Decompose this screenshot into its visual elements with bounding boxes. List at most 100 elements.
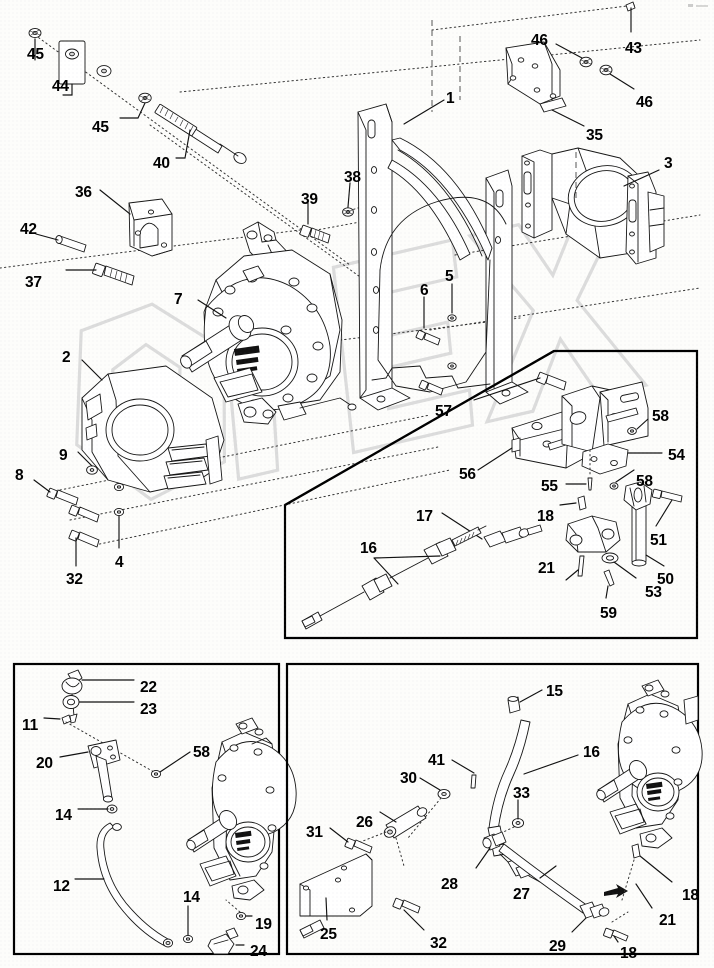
callout-54-25: 54: [668, 447, 685, 464]
mini-nameplate-a: [234, 830, 252, 851]
transmission-mini-a: [186, 717, 297, 901]
callout-18-30: 18: [537, 508, 554, 525]
leader-56: [477, 447, 513, 471]
leader-2: [81, 359, 103, 381]
callout-27-55: 27: [513, 886, 530, 903]
leader-35: [551, 109, 585, 127]
leader-30: [419, 777, 441, 791]
cable-detail-panel: [285, 662, 700, 956]
cable-16-a: [301, 525, 487, 630]
washer-5: [447, 314, 457, 370]
leader-44: [62, 83, 73, 96]
washer-46-a: [579, 56, 593, 68]
leader-46-b: [609, 73, 635, 90]
lever-20: [87, 739, 121, 803]
bolt-37: [92, 262, 135, 286]
washer-45-upper: [28, 27, 42, 39]
fitting-14-b: [182, 934, 194, 944]
leader-45-lower: [119, 102, 146, 119]
callout-31-52: 31: [306, 824, 323, 841]
washer-58-c: [150, 769, 162, 779]
callout-22-37: 22: [140, 679, 157, 696]
leader-32-right: [403, 909, 425, 931]
callout-40-3: 40: [153, 155, 170, 172]
callout-14-44: 14: [183, 889, 200, 906]
callout-57-23: 57: [435, 403, 452, 420]
callout-37-6: 37: [25, 274, 42, 291]
washer-53: [601, 552, 619, 564]
callout-8-10: 8: [15, 467, 24, 484]
cap-15: [507, 696, 521, 714]
leader-40: [175, 129, 191, 159]
leader-58-a: [636, 418, 649, 430]
link-26: [383, 805, 428, 839]
yoke-52: [623, 481, 653, 511]
pin-11: [61, 714, 72, 725]
callout-15-47: 15: [546, 683, 563, 700]
transmission-mini-b: [596, 679, 703, 849]
callout-30-50: 30: [400, 770, 417, 787]
bolt-8: [46, 487, 79, 506]
callout-24-46: 24: [250, 943, 267, 960]
callout-28-54: 28: [441, 876, 458, 893]
rod-end-28: [482, 831, 507, 851]
callout-59-35: 59: [600, 605, 617, 622]
leader-41: [451, 759, 475, 774]
leader-20: [59, 751, 89, 758]
callout-18-56: 18: [682, 887, 699, 904]
leader-16-a: [373, 555, 441, 585]
callout-41-49: 41: [428, 752, 445, 769]
pin-18-b: [631, 843, 641, 859]
plate-35: [505, 41, 567, 113]
spacer-44: [58, 40, 86, 85]
transmission-7: [180, 221, 357, 425]
bolt-57: [536, 371, 567, 391]
rod-end-29: [579, 901, 610, 919]
callout-14-42: 14: [55, 807, 72, 824]
linkage-detail-panel: [283, 349, 699, 640]
callout-3-22: 3: [664, 155, 673, 172]
callout-20-40: 20: [36, 755, 53, 772]
leader-51: [655, 499, 673, 527]
leader-53: [613, 561, 637, 579]
pin-43: [625, 1, 636, 33]
cable-stub: [299, 919, 325, 939]
joint-17: [483, 524, 543, 548]
ring-23: [62, 695, 80, 709]
washer-46-b: [599, 64, 613, 76]
leader-3: [623, 169, 660, 187]
nut-30: [437, 788, 451, 800]
callout-12-43: 12: [53, 878, 70, 895]
hose-12: [96, 822, 174, 948]
registration-mark-icon: [688, 4, 708, 7]
callout-17-29: 17: [416, 508, 433, 525]
cover-54: [581, 443, 629, 475]
callout-58-41: 58: [193, 744, 210, 761]
housing-3: [521, 147, 665, 265]
leader-21-b: [635, 883, 653, 909]
callout-1-15: 1: [446, 90, 455, 107]
leader-26: [379, 811, 397, 823]
callout-55-27: 55: [541, 478, 558, 495]
pin-18-c: [603, 927, 629, 942]
washer-58-b: [609, 482, 619, 490]
callout-5-16: 5: [445, 268, 454, 285]
bolt-51: [651, 488, 683, 503]
leader-25: [325, 897, 328, 921]
callout-25-58: 25: [320, 926, 337, 943]
callout-58-28: 58: [636, 473, 653, 490]
callout-51-31: 51: [650, 532, 667, 549]
leader-31: [329, 827, 349, 843]
leader-59: [605, 585, 609, 599]
leader-18-c: [613, 935, 619, 943]
callout-42-5: 42: [20, 221, 37, 238]
leader-46-a: [555, 43, 583, 59]
washer-38: [342, 207, 354, 217]
callout-23-38: 23: [140, 701, 157, 718]
leader-58-b: [615, 469, 635, 483]
bracket-36: [128, 198, 173, 257]
clip-19: [235, 911, 247, 921]
washer-45-lower: [96, 65, 152, 104]
callout-2-8: 2: [62, 349, 71, 366]
connector-24: [207, 927, 239, 955]
